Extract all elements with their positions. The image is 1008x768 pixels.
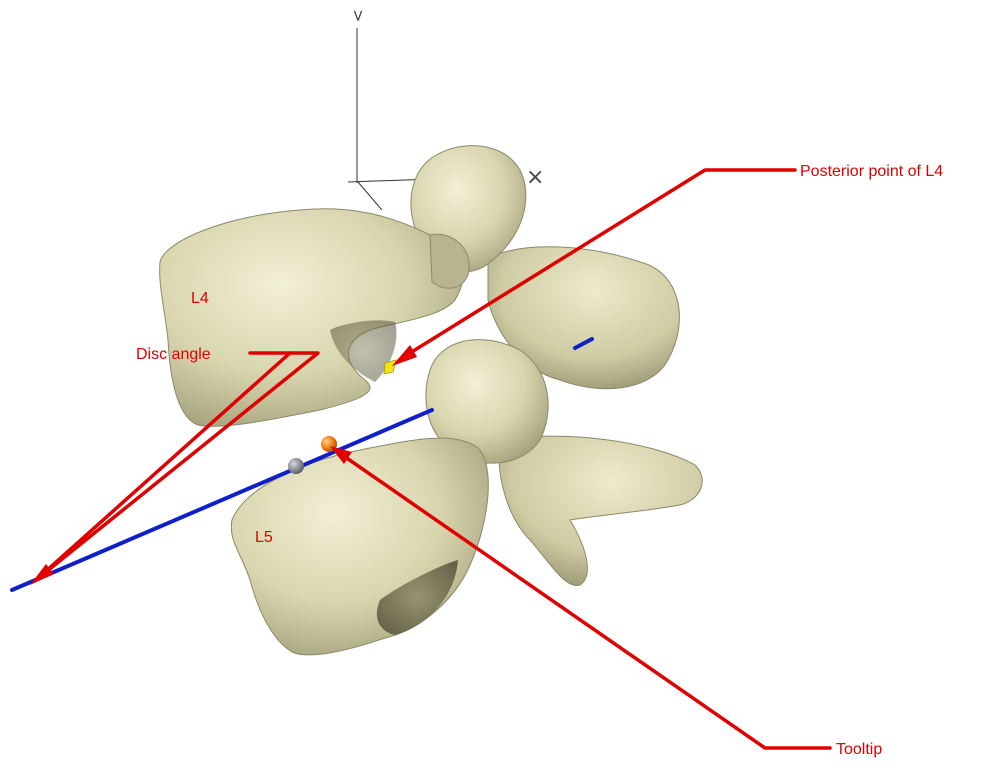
y-axis-label: > [349, 9, 368, 22]
disc-angle-label: Disc angle [136, 346, 211, 363]
l5-vertebral-body [231, 438, 488, 655]
tooltip-label: Tooltip [836, 741, 882, 758]
reference-marker-point[interactable] [288, 458, 304, 474]
z-axis [358, 182, 382, 210]
posterior-point-arrowhead [392, 345, 417, 366]
x-axis-label: × [526, 165, 544, 190]
posterior-point-label: Posterior point of L4 [800, 163, 943, 180]
l5-label: L5 [255, 529, 273, 546]
l4-vertebral-body [160, 209, 463, 427]
l4-label: L4 [191, 290, 209, 307]
